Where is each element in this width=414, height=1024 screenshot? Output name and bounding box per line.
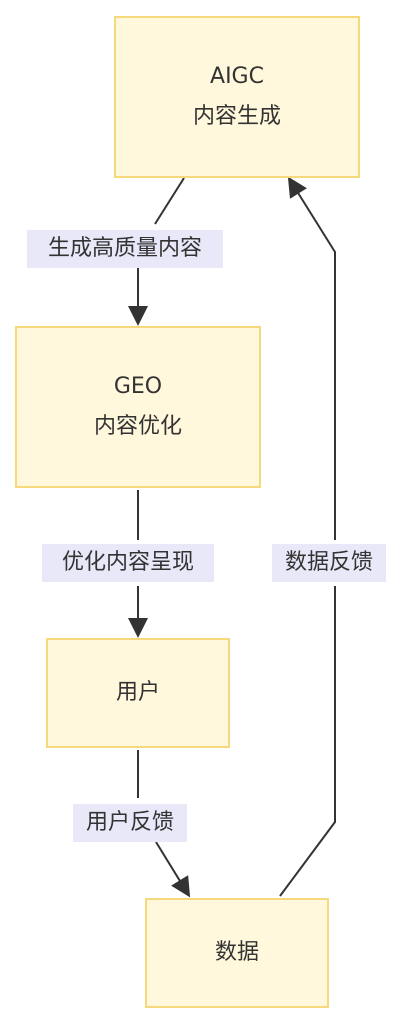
node-user: 用户 — [46, 638, 230, 748]
edge-label-data-to-aigc: 数据反馈 — [272, 544, 386, 582]
node-geo: GEO 内容优化 — [15, 326, 261, 488]
edge-label-aigc-to-geo: 生成高质量内容 — [27, 230, 223, 268]
node-aigc: AIGC 内容生成 — [114, 16, 360, 178]
edge-aigc-to-geo — [138, 177, 185, 322]
edge-label-user-to-data: 用户反馈 — [73, 804, 187, 842]
edge-user-to-data — [137, 750, 188, 894]
node-aigc-title: AIGC — [210, 64, 264, 89]
node-geo-title: GEO — [113, 374, 163, 399]
node-data: 数据 — [145, 898, 329, 1008]
node-geo-subtitle: 内容优化 — [93, 414, 182, 439]
edge-data-to-aigc — [280, 180, 336, 897]
node-data-title: 数据 — [214, 940, 259, 965]
node-user-title: 用户 — [115, 680, 160, 705]
node-aigc-subtitle: 内容生成 — [192, 104, 281, 129]
edge-label-geo-to-user: 优化内容呈现 — [42, 544, 214, 582]
